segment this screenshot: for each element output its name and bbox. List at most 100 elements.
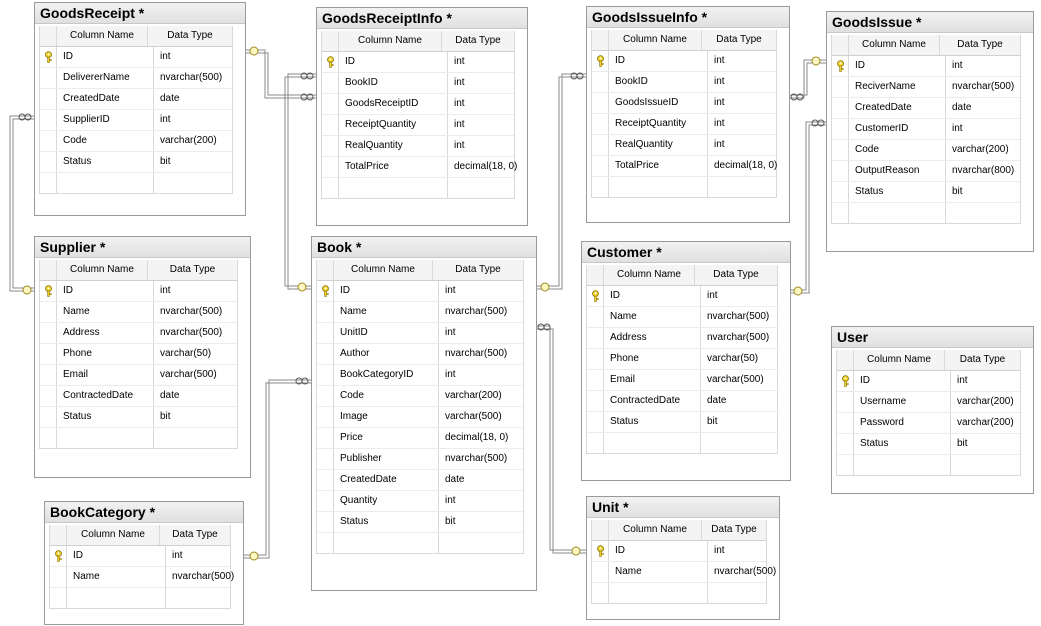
column-name-cell: [849, 203, 946, 223]
empty-row[interactable]: [837, 455, 1020, 475]
column-name-cell: DelivererName: [57, 68, 154, 88]
empty-row[interactable]: [50, 588, 230, 608]
row-selector: [832, 203, 849, 223]
empty-row[interactable]: [587, 433, 777, 453]
column-name-cell: GoodsIssueID: [609, 93, 708, 113]
data-type-cell: bit: [160, 411, 171, 422]
empty-row[interactable]: [592, 583, 766, 603]
row-selector: [832, 98, 849, 118]
column-name-cell: ID: [854, 371, 951, 391]
row-selector: [322, 178, 339, 198]
empty-row[interactable]: [592, 177, 776, 197]
one-end-unit: [571, 546, 581, 556]
row-selector: [40, 68, 57, 88]
empty-row[interactable]: [317, 533, 523, 553]
header-column-name: Column Name: [849, 35, 940, 55]
data-type-cell: nvarchar(500): [160, 327, 223, 338]
data-type-cell: int: [714, 118, 725, 129]
row-selector: [322, 115, 339, 135]
column-name-cell: Code: [334, 386, 439, 406]
empty-row[interactable]: [322, 178, 514, 198]
column-name-cell: SupplierID: [57, 110, 154, 130]
data-type-cell: varchar(500): [707, 374, 764, 385]
empty-row[interactable]: [40, 173, 232, 193]
column-name-cell: [67, 588, 166, 608]
empty-row[interactable]: [832, 203, 1020, 223]
data-type-cell: bit: [707, 416, 718, 427]
empty-row[interactable]: [40, 428, 237, 448]
